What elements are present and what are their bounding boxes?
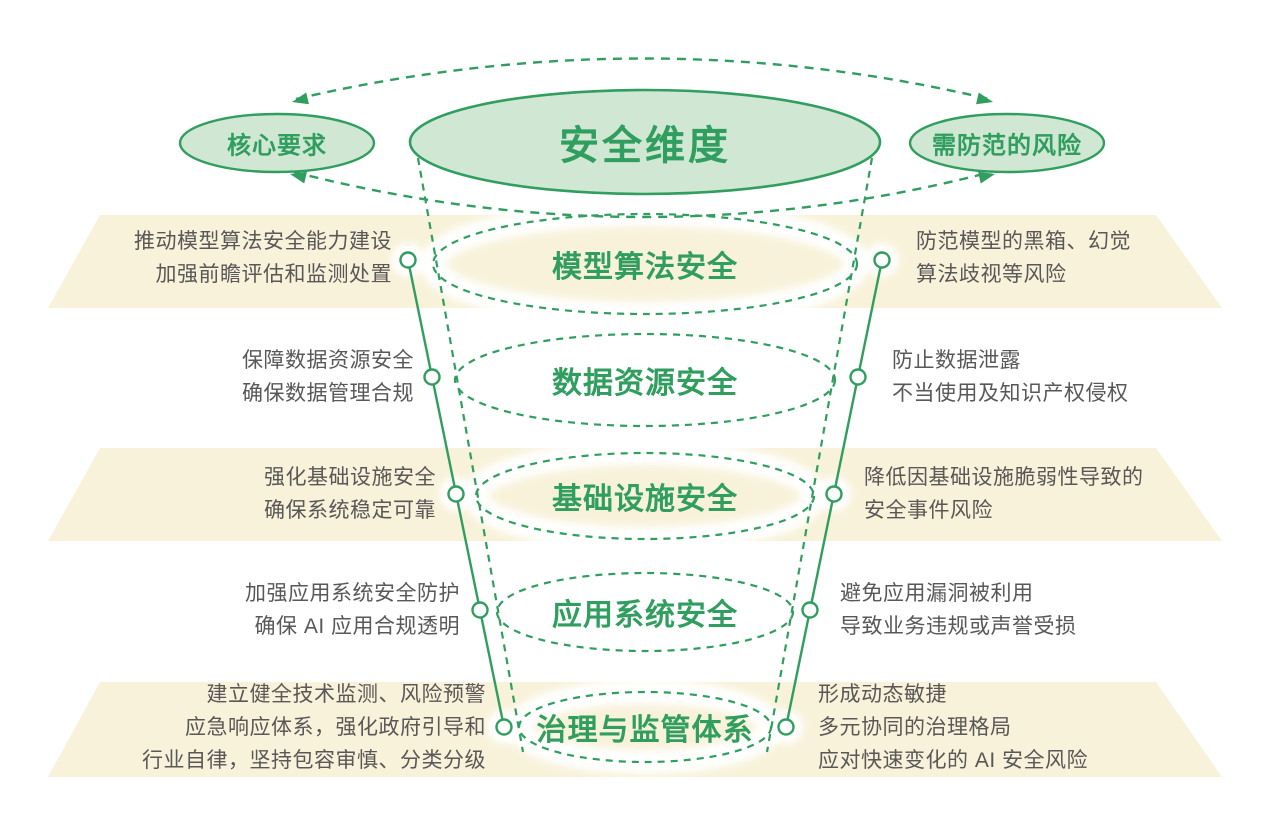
level-4-right-text: 避免应用漏洞被利用 导致业务违规或声誉受损 xyxy=(840,577,1077,643)
arrowhead-lower-right xyxy=(978,171,995,184)
node-right-2 xyxy=(849,368,867,386)
text-line: 安全事件风险 xyxy=(864,499,993,522)
level-3-title: 基础设施安全 xyxy=(552,483,738,516)
text-line: 加强应用系统安全防护 xyxy=(245,582,460,605)
upper-arc xyxy=(295,57,990,101)
level-5-title: 治理与监管体系 xyxy=(536,714,754,747)
right-ellipse-label: 需防范的风险 xyxy=(932,132,1082,160)
text-line: 推动模型算法安全能力建设 xyxy=(134,230,392,253)
lower-arc xyxy=(293,170,992,219)
level-1-ring xyxy=(431,212,859,316)
node-right-5 xyxy=(777,718,795,736)
arrowhead-lower-left xyxy=(290,171,307,184)
level-3-right-text: 降低因基础设施脆弱性导致的 安全事件风险 xyxy=(864,461,1144,527)
level-2-left-text: 保障数据资源安全 确保数据管理合规 xyxy=(242,344,414,410)
node-left-1 xyxy=(399,251,417,269)
text-line: 行业自律，坚持包容审慎、分类分级 xyxy=(142,749,486,772)
right-ellipse xyxy=(908,112,1106,174)
text-line: 建立健全技术监测、风险预警 xyxy=(206,683,486,706)
level-5-left-text: 建立健全技术监测、风险预警 应急响应体系，强化政府引导和 行业自律，坚持包容审慎… xyxy=(142,678,486,777)
arrowhead-upper-right xyxy=(976,92,993,105)
node-right-4 xyxy=(801,601,819,619)
level-5-ring xyxy=(517,690,773,764)
band-row-1 xyxy=(48,215,1222,308)
funnel-wall-right xyxy=(765,157,874,753)
level-2-title: 数据资源安全 xyxy=(552,367,738,400)
level-1-right-text: 防范模型的黑箱、幻觉 算法歧视等风险 xyxy=(916,225,1131,291)
band-row-2 xyxy=(48,448,1222,541)
node-left-4 xyxy=(471,601,489,619)
funnel-wall-left xyxy=(416,157,525,753)
text-line: 加强前瞻评估和监测处置 xyxy=(155,263,392,286)
text-line: 算法歧视等风险 xyxy=(916,263,1067,286)
level-2-right-text: 防止数据泄露 不当使用及知识产权侵权 xyxy=(892,344,1129,410)
center-ellipse xyxy=(408,88,882,196)
level-3-left-text: 强化基础设施安全 确保系统稳定可靠 xyxy=(264,461,436,527)
level-4-ring xyxy=(495,571,795,653)
text-line: 导致业务违规或声誉受损 xyxy=(840,615,1077,638)
node-right-3 xyxy=(825,485,843,503)
text-line: 强化基础设施安全 xyxy=(264,466,436,489)
level-1-title: 模型算法安全 xyxy=(552,251,738,284)
level-1-left-text: 推动模型算法安全能力建设 加强前瞻评估和监测处置 xyxy=(134,225,392,291)
top-link-arcs xyxy=(293,57,992,219)
text-line: 防范模型的黑箱、幻觉 xyxy=(916,230,1131,253)
node-left-5 xyxy=(495,718,513,736)
text-line: 防止数据泄露 xyxy=(892,349,1021,372)
text-line: 不当使用及知识产权侵权 xyxy=(892,382,1129,405)
text-line: 保障数据资源安全 xyxy=(242,349,414,372)
band-row-3 xyxy=(48,682,1222,777)
level-4-left-text: 加强应用系统安全防护 确保 AI 应用合规透明 xyxy=(245,577,460,643)
text-line: 避免应用漏洞被利用 xyxy=(840,582,1034,605)
text-line: 形成动态敏捷 xyxy=(818,683,947,706)
node-left-2 xyxy=(423,368,441,386)
level-5-right-text: 形成动态敏捷 多元协同的治理格局 应对快速变化的 AI 安全风险 xyxy=(818,678,1088,777)
text-line: 确保系统稳定可靠 xyxy=(264,499,436,522)
text-line: 应急响应体系，强化政府引导和 xyxy=(185,716,486,739)
text-line: 确保数据管理合规 xyxy=(242,382,414,405)
funnel-walls xyxy=(416,157,874,753)
text-line: 多元协同的治理格局 xyxy=(818,716,1012,739)
text-line: 降低因基础设施脆弱性导致的 xyxy=(864,466,1144,489)
level-2-ring xyxy=(453,332,837,428)
left-ellipse xyxy=(178,112,376,174)
node-circles xyxy=(399,251,891,736)
node-left-3 xyxy=(447,485,465,503)
left-ellipse-label: 核心要求 xyxy=(227,132,327,160)
level-3-ring xyxy=(474,451,816,541)
text-line: 确保 AI 应用合规透明 xyxy=(254,615,460,638)
arrowhead-upper-left xyxy=(292,92,309,105)
text-line: 应对快速变化的 AI 安全风险 xyxy=(818,749,1089,772)
level-rings xyxy=(431,212,859,764)
center-ellipse-label: 安全维度 xyxy=(559,124,731,168)
arc-arrowheads xyxy=(290,92,995,184)
level-4-title: 应用系统安全 xyxy=(552,599,738,632)
node-right-1 xyxy=(873,251,891,269)
